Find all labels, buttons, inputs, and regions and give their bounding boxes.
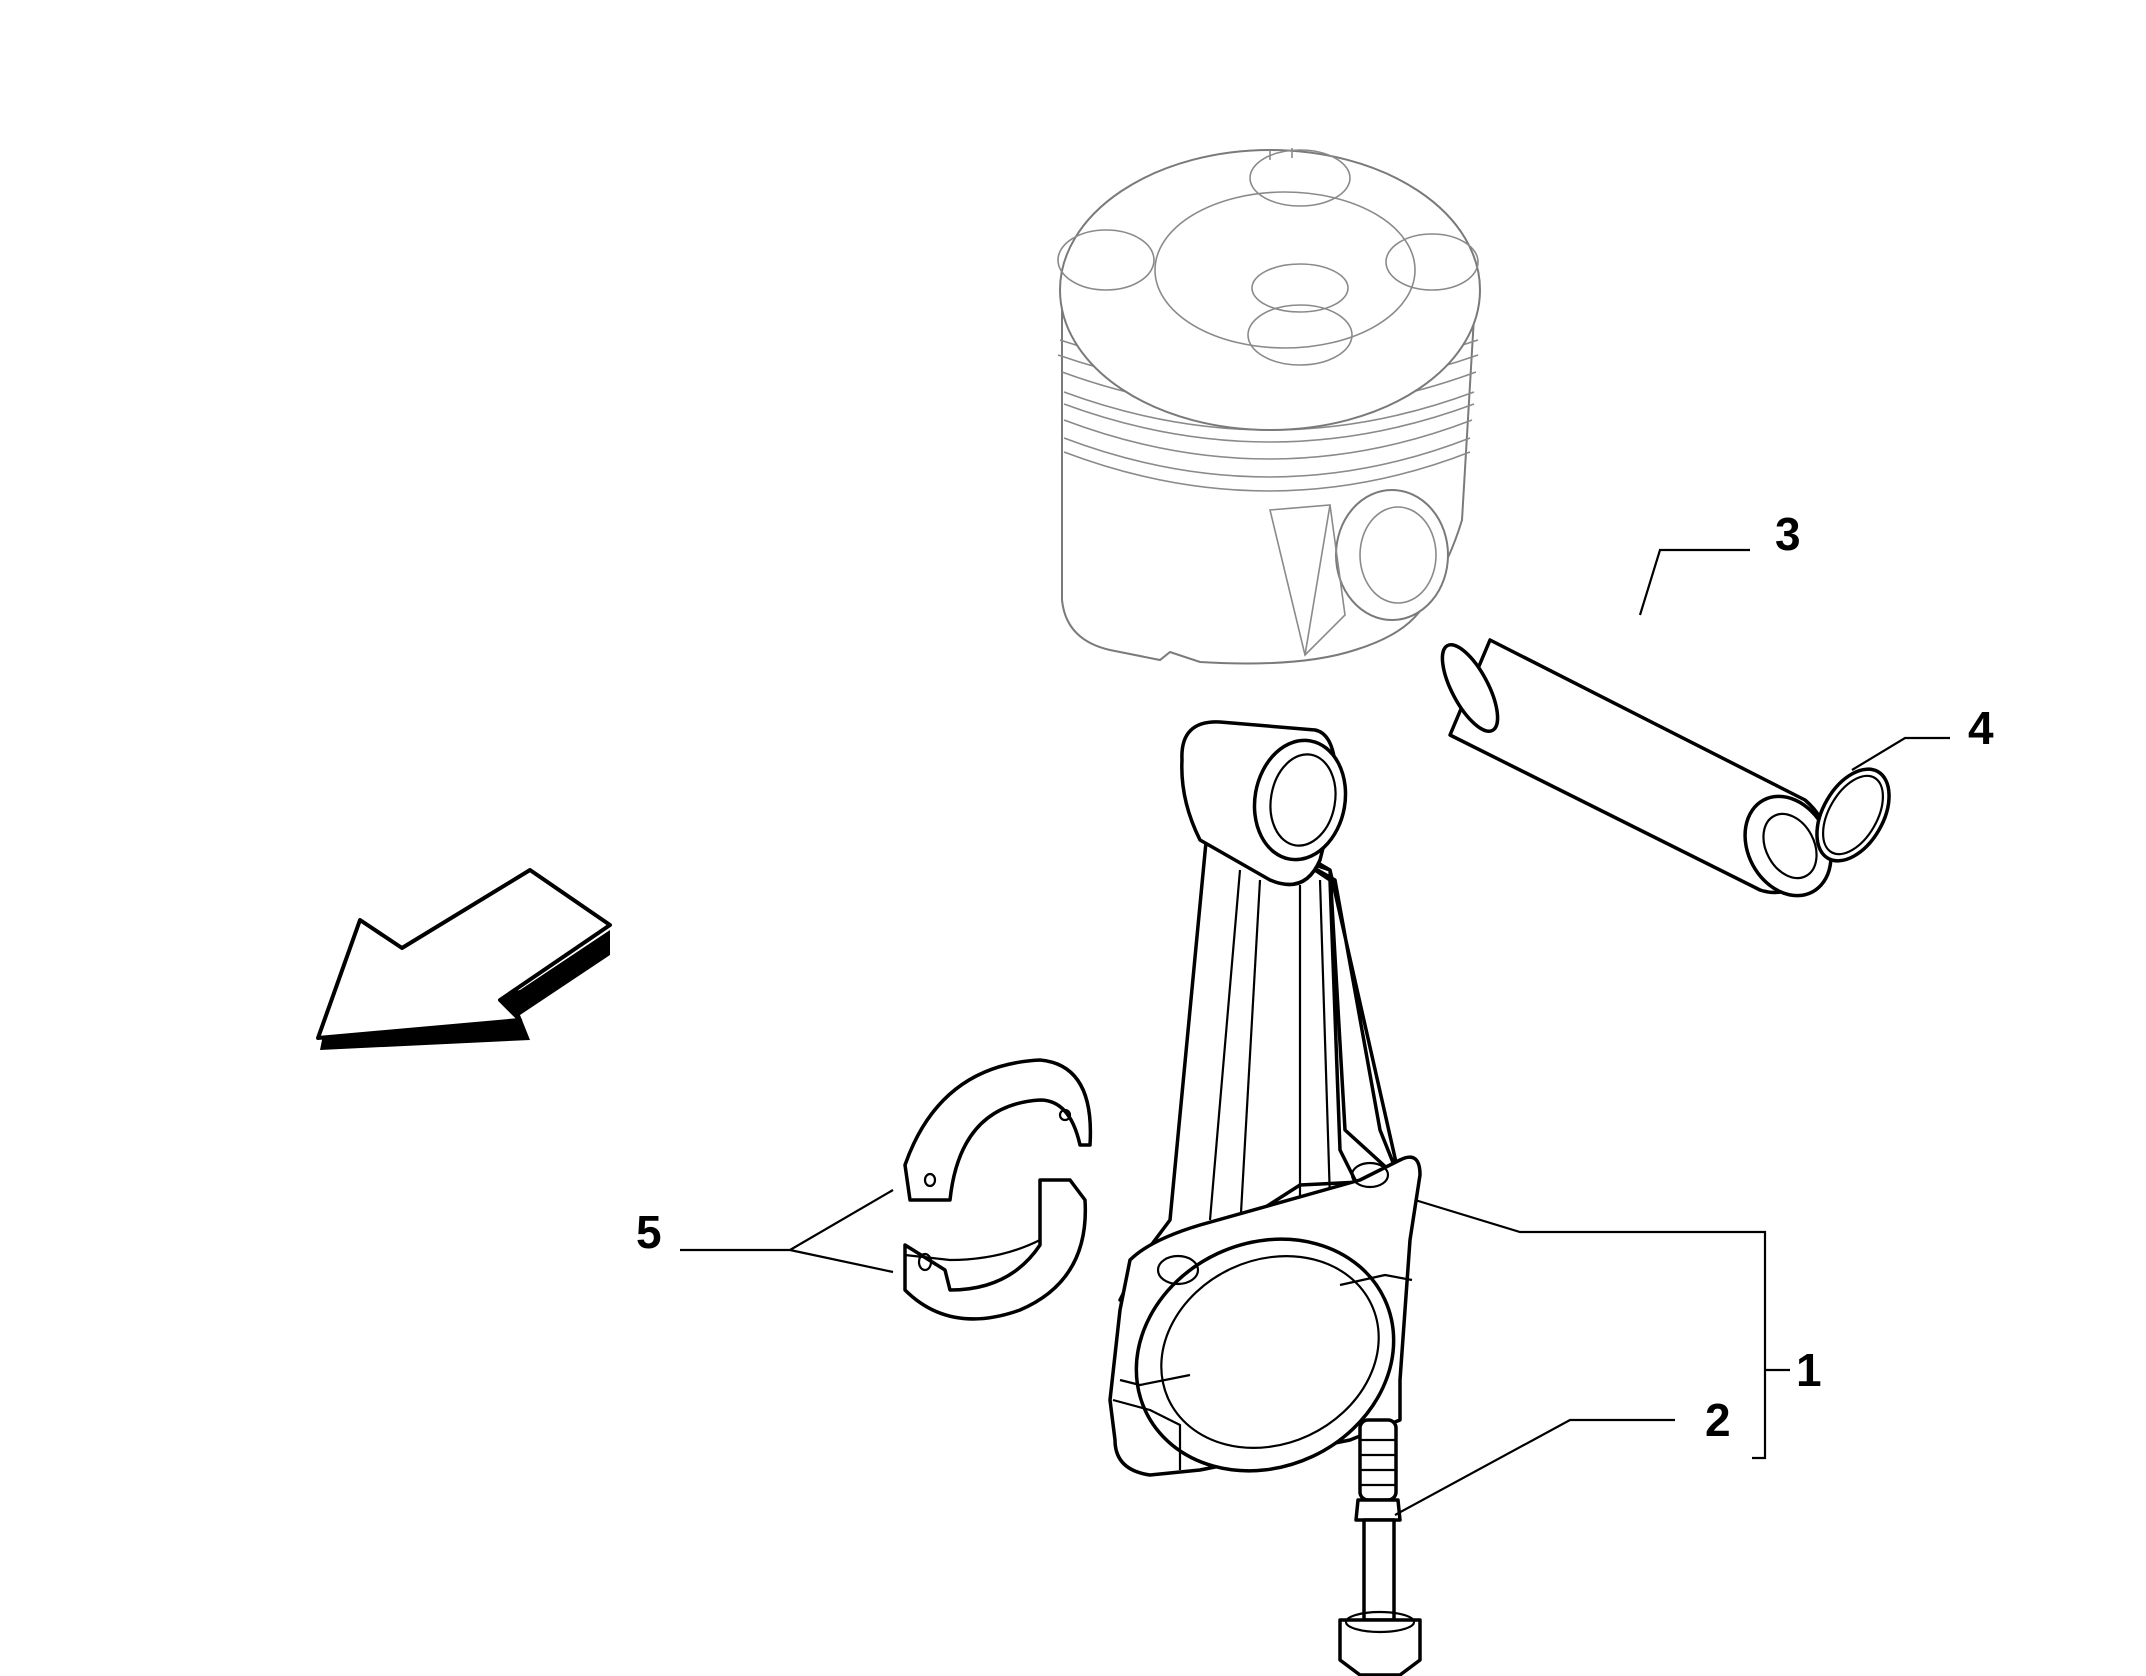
snap-ring — [1815, 767, 1891, 863]
callout-5: 5 — [636, 1206, 662, 1258]
connecting-rod — [1108, 720, 1422, 1477]
leader-lines — [680, 548, 1950, 1516]
piston-pin — [1440, 638, 1833, 898]
callout-4: 4 — [1968, 702, 1994, 754]
callout-2: 2 — [1705, 1394, 1731, 1446]
connecting-rod-bolt — [1338, 1418, 1422, 1676]
callout-3: 3 — [1775, 508, 1801, 560]
callout-1: 1 — [1796, 1344, 1822, 1396]
bearing-shells — [903, 1058, 1093, 1321]
direction-arrow-icon — [316, 868, 612, 1050]
piston — [1057, 148, 1481, 665]
